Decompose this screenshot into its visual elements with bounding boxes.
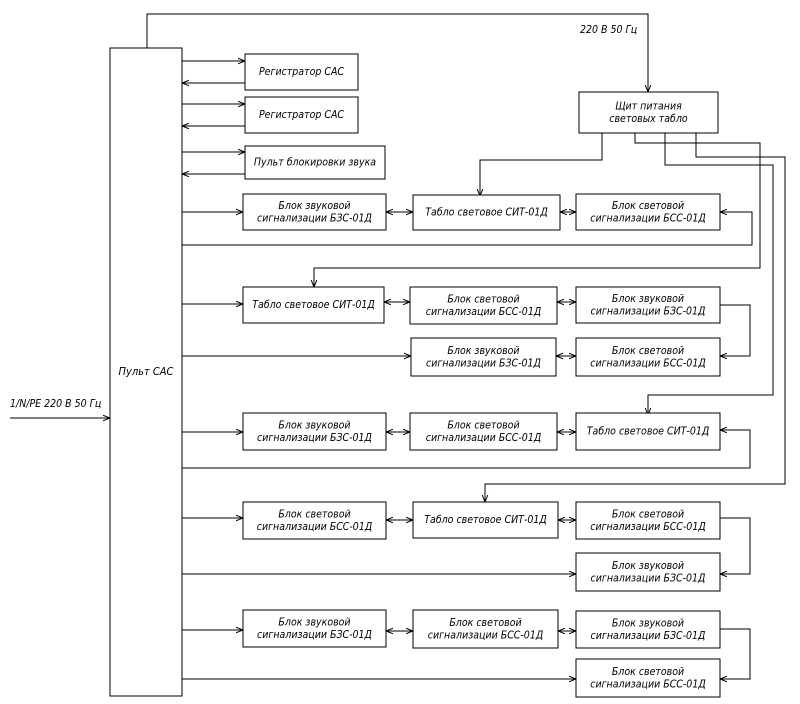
sound-alarm-block-label-line: сигнализации БЗС-01Д [426, 357, 541, 369]
light-board [242, 286, 385, 324]
light-alarm-block-label-line: Блок световой [612, 345, 684, 357]
sound-alarm-block-label-line: Блок звуковой [278, 616, 350, 628]
light-board-label-line: Табло световое СИТ-01Д [425, 207, 547, 219]
light-alarm-block-label-line: Блок световой [447, 419, 519, 431]
light-alarm-block-label-line: Блок световой [278, 508, 350, 520]
light-alarm-block [242, 501, 387, 540]
light-board [412, 194, 561, 231]
connection-line [480, 133, 603, 196]
sound-alarm-block [242, 193, 387, 231]
recorder-2-label-line: Регистратор САС [259, 109, 344, 121]
input-power-label: 1/N/PE 220 В 50 Гц [10, 398, 101, 410]
sound-alarm-block [242, 412, 387, 451]
light-alarm-block [575, 501, 721, 540]
power-panel-label-line: световых табло [609, 113, 688, 125]
recorder-1 [244, 53, 359, 91]
light-alarm-block-label-line: сигнализации БСС-01Д [590, 521, 705, 533]
power-panel-label-line: Щит питания [615, 100, 682, 112]
light-alarm-block-label-line: Блок световой [447, 293, 519, 305]
central-console-box [109, 47, 183, 697]
connection-line [485, 133, 786, 502]
connection-line [720, 304, 751, 356]
light-alarm-block-label-line: Блок световой [612, 666, 684, 678]
light-alarm-block-label-line: Блок световой [449, 617, 521, 629]
light-alarm-block [409, 412, 558, 451]
light-alarm-block-label-line: Блок световой [612, 200, 684, 212]
light-alarm-block [575, 658, 721, 698]
light-alarm-block-label-line: сигнализации БСС-01Д [590, 678, 705, 690]
power-feed-label: 220 В 50 Гц [580, 24, 637, 36]
recorder-2 [244, 96, 359, 134]
light-alarm-block-label-line: сигнализации БСС-01Д [590, 357, 705, 369]
sound-alarm-block-label-line: Блок звуковой [612, 293, 684, 305]
sound-alarm-block-label-line: сигнализации БЗС-01Д [257, 432, 372, 444]
sound-alarm-block [575, 552, 721, 592]
light-alarm-block [409, 286, 558, 325]
sound-alarm-block-label-line: сигнализации БЗС-01Д [591, 572, 706, 584]
sound-alarm-block [575, 610, 721, 649]
light-alarm-block [412, 609, 559, 649]
sound-alarm-block-label-line: сигнализации БЗС-01Д [257, 629, 372, 641]
sound-blocking-console [244, 145, 386, 180]
light-board [412, 501, 559, 539]
light-alarm-block [575, 193, 721, 231]
connection-line [182, 430, 751, 469]
light-alarm-block-label-line: сигнализации БСС-01Д [428, 629, 543, 641]
light-board [575, 412, 721, 451]
light-alarm-block-label-line: Блок световой [612, 508, 684, 520]
sound-alarm-block [410, 337, 557, 377]
sound-alarm-block-label-line: Блок звуковой [612, 617, 684, 629]
light-board-label-line: Табло световое СИТ-01Д [252, 299, 374, 311]
connection-line [182, 212, 753, 246]
connection-line [146, 13, 648, 92]
central-console-label: Пульт САС [119, 365, 174, 378]
sound-alarm-block [242, 609, 387, 648]
sound-alarm-block-label-line: Блок звуковой [447, 345, 519, 357]
light-alarm-block-label-line: сигнализации БСС-01Д [426, 432, 541, 444]
sound-alarm-block-label-line: сигнализации БЗС-01Д [591, 305, 706, 317]
light-alarm-block-label-line: сигнализации БСС-01Д [590, 212, 705, 224]
sound-alarm-block-label-line: Блок звуковой [278, 419, 350, 431]
recorder-1-label-line: Регистратор САС [259, 66, 344, 78]
light-alarm-block-label-line: сигнализации БСС-01Д [426, 306, 541, 318]
light-alarm-block-label-line: сигнализации БСС-01Д [257, 521, 372, 533]
sound-alarm-block [575, 286, 721, 324]
light-board-label-line: Табло световое СИТ-01Д [587, 426, 709, 438]
connection-line [648, 133, 774, 415]
light-board-label-line: Табло световое СИТ-01Д [424, 514, 546, 526]
sound-blocking-console-label-line: Пульт блокировки звука [254, 157, 376, 169]
sound-alarm-block-label-line: Блок звуковой [278, 200, 350, 212]
sound-alarm-block-label-line: сигнализации БЗС-01Д [257, 212, 372, 224]
connection-line [720, 517, 751, 574]
connection-line [314, 133, 761, 287]
sound-alarm-block-label-line: сигнализации БЗС-01Д [591, 630, 706, 642]
light-alarm-block [575, 337, 721, 377]
sound-alarm-block-label-line: Блок звуковой [612, 560, 684, 572]
connection-line [720, 628, 751, 679]
power-panel [578, 91, 719, 134]
